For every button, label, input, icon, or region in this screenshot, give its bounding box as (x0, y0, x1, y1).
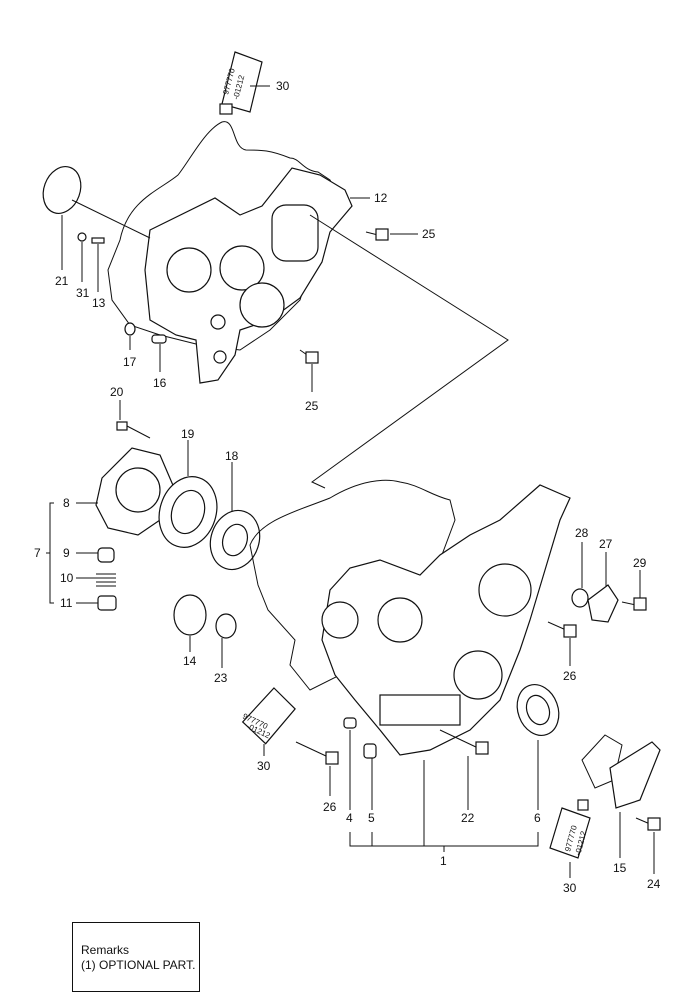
label-20: 20 (110, 385, 124, 399)
label-13: 13 (92, 296, 106, 310)
label-23: 23 (214, 671, 228, 685)
label-25-upper: 25 (422, 227, 436, 241)
label-6: 6 (534, 811, 541, 825)
plate-boss (210, 314, 226, 330)
label-16: 16 (153, 376, 167, 390)
label-29: 29 (633, 556, 647, 570)
label-24: 24 (647, 877, 661, 891)
remarks-box: Remarks (1) OPTIONAL PART. (72, 922, 200, 992)
label-14: 14 (183, 654, 197, 668)
spring-10 (96, 573, 116, 587)
leader-lines (46, 85, 655, 878)
bolt-22 (439, 729, 489, 755)
pin-16 (151, 334, 167, 344)
label-27: 27 (599, 537, 613, 551)
label-21: 21 (55, 274, 69, 288)
label-11: 11 (60, 596, 73, 610)
label-25-lower: 25 (305, 399, 319, 413)
plate-slot (271, 204, 319, 262)
bolt-25-lower (299, 349, 319, 364)
cap-14 (173, 594, 207, 636)
bolt-26-right (547, 621, 577, 638)
case-bore-1 (377, 597, 423, 643)
seal-ring-21 (42, 166, 82, 214)
label-10: 10 (60, 571, 74, 585)
label-18: 18 (225, 449, 239, 463)
case-lower-frame (379, 694, 461, 726)
cover-27 (587, 584, 619, 623)
bolt-24 (635, 817, 661, 831)
label-4: 4 (346, 811, 353, 825)
plug-4 (343, 717, 357, 729)
label-28: 28 (575, 526, 589, 540)
plug-11 (97, 595, 117, 611)
label-15: 15 (613, 861, 627, 875)
o-ring-28 (571, 588, 589, 608)
label-12: 12 (374, 191, 388, 205)
o-ring-23 (215, 613, 237, 639)
bolt-25-upper (365, 228, 389, 241)
label-30-middle: 30 (257, 759, 271, 773)
label-22: 22 (461, 811, 475, 825)
dowel-17 (124, 322, 136, 336)
case-bore-4 (321, 601, 359, 639)
guide-line-2 (71, 199, 151, 239)
label-17: 17 (123, 355, 137, 369)
label-8: 8 (63, 496, 70, 510)
label-7: 7 (34, 546, 41, 560)
label-1: 1 (440, 854, 447, 868)
label-9: 9 (63, 546, 70, 560)
label-31: 31 (76, 286, 90, 300)
label-19: 19 (181, 427, 195, 441)
washer-31 (77, 232, 87, 242)
label-30-lower: 30 (563, 881, 577, 895)
case-bore-3 (453, 650, 503, 700)
label-26-left: 26 (323, 800, 337, 814)
sealant-tube-middle: 977770 -01212 (241, 687, 296, 745)
sealant-tube-lower: 977770 -01212 (549, 799, 591, 859)
sealant-tube-top: 977770 -01212 (219, 51, 263, 115)
label-5: 5 (368, 811, 375, 825)
screw-20 (116, 421, 151, 439)
label-30-top: 30 (276, 79, 290, 93)
plate-hole-3 (239, 282, 285, 328)
pin-13 (91, 237, 105, 244)
bolt-29 (621, 597, 647, 611)
pump-bore (115, 467, 161, 513)
plate-hole-2 (219, 245, 265, 291)
spacer-9 (97, 547, 115, 563)
bolt-26-left (295, 741, 339, 765)
case-bore-2 (478, 563, 532, 617)
gear-case-1 (321, 484, 571, 756)
remarks-title: Remarks (81, 943, 130, 957)
remarks-line: (1) OPTIONAL PART. (81, 958, 196, 972)
plate-boss-lower (213, 350, 227, 364)
plate-hole-1 (166, 247, 212, 293)
callouts: 30 12 25 21 31 13 17 16 25 20 19 18 8 7 … (34, 79, 661, 895)
guide-line-1 (309, 214, 509, 489)
plug-5 (363, 743, 377, 759)
label-26-right: 26 (563, 669, 577, 683)
cover-15 (609, 741, 661, 809)
